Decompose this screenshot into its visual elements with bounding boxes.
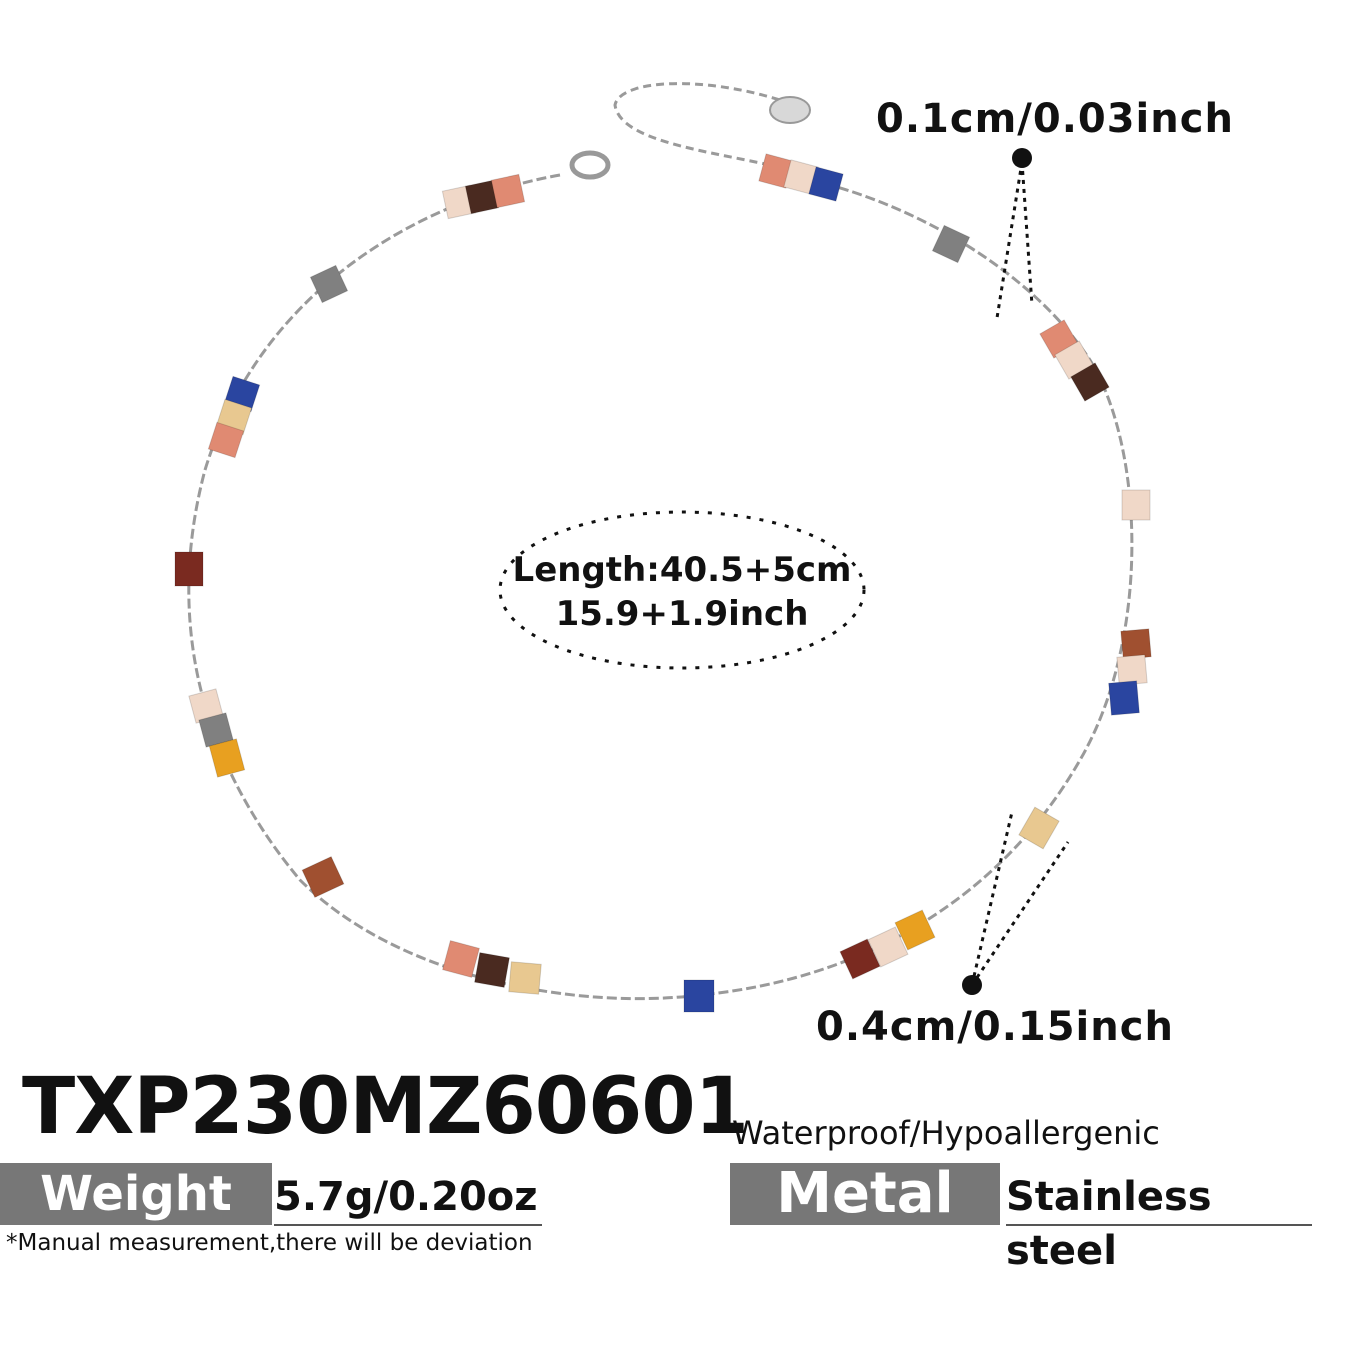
length-cm-label: Length:40.5+5cm — [512, 550, 852, 590]
measure-dot-top — [1012, 148, 1032, 168]
length-callout: Length:40.5+5cm 15.9+1.9inch — [500, 548, 864, 636]
metal-label: Metal — [730, 1163, 1000, 1225]
clasp — [569, 150, 611, 180]
length-inch-label: 15.9+1.9inch — [555, 594, 809, 634]
tag-charm — [769, 96, 811, 124]
beads — [174, 153, 1152, 1013]
length-ellipse — [498, 510, 866, 670]
measurement-note: *Manual measurement,there will be deviat… — [6, 1230, 533, 1256]
features-label: Waterproof/Hypoallergenic — [732, 1114, 1160, 1152]
weight-label: Weight — [0, 1163, 272, 1225]
bead-size-label: 0.4cm/0.15inch — [816, 1004, 1174, 1050]
necklace-chain — [187, 82, 1134, 1001]
measure-lines — [970, 161, 1070, 986]
product-sku: TXP230MZ60601 — [22, 1062, 749, 1152]
chain-thickness-label: 0.1cm/0.03inch — [876, 96, 1234, 142]
metal-value: Stainless steel — [1006, 1170, 1312, 1274]
necklace-image — [174, 82, 1152, 1013]
measure-dot-bottom — [962, 975, 982, 995]
weight-value: 5.7g/0.20oz — [274, 1170, 542, 1226]
